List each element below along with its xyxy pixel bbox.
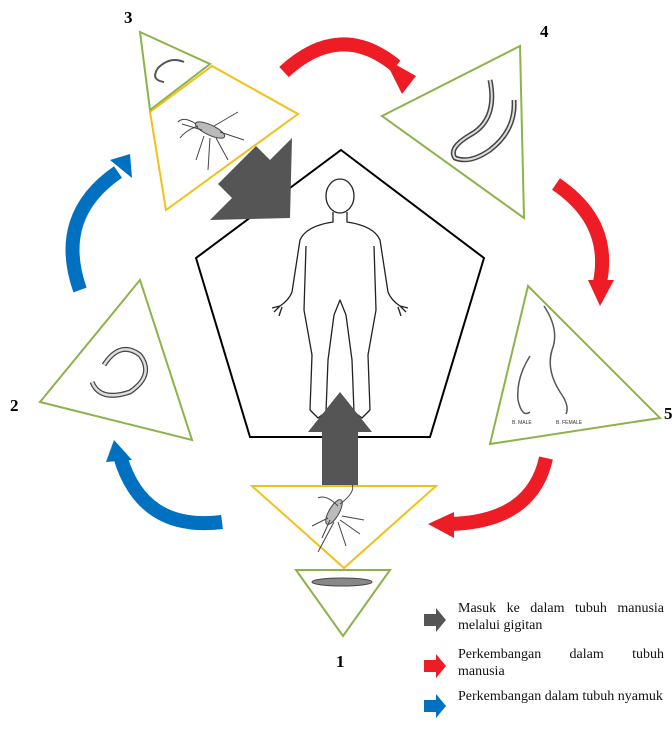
human-body-icon	[272, 179, 408, 418]
legend: Masuk ke dalam tubuh manusia melalui gig…	[424, 600, 664, 726]
legend-item-human: Perkembangan dalam tubuh manusia	[424, 646, 664, 686]
legend-text-bite: Masuk ke dalam tubuh manusia melalui gig…	[458, 600, 664, 634]
microfilaria-larva-icon	[312, 578, 372, 586]
red-arrow-5-to-1	[428, 458, 546, 538]
stage-number-5: 5	[664, 404, 672, 424]
legend-text-human: Perkembangan dalam tubuh manusia	[458, 646, 664, 680]
stage-number-4: 4	[540, 22, 549, 42]
entry-arrow-from-stage-1	[308, 392, 372, 485]
red-arrow-3-to-4	[284, 44, 416, 94]
legend-text-mosquito: Perkembangan dalam tubuh nyamuk	[458, 688, 664, 705]
stage-2-triangle	[40, 280, 192, 440]
stage-1-mosquito-triangle	[252, 486, 436, 568]
legend-item-bite: Masuk ke dalam tubuh manusia melalui gig…	[424, 600, 664, 640]
red-arrow-4-to-5	[556, 184, 614, 306]
stage-number-2: 2	[10, 396, 19, 416]
male-label: B. MALE	[512, 420, 532, 426]
female-label: B. FEMALE	[556, 420, 582, 426]
legend-item-mosquito: Perkembangan dalam tubuh nyamuk	[424, 688, 664, 726]
stage-number-3: 3	[124, 8, 133, 28]
blue-arrow-1-to-2	[106, 440, 222, 523]
blue-arrow-2-to-3	[72, 154, 132, 290]
stage-number-1: 1	[336, 652, 345, 672]
